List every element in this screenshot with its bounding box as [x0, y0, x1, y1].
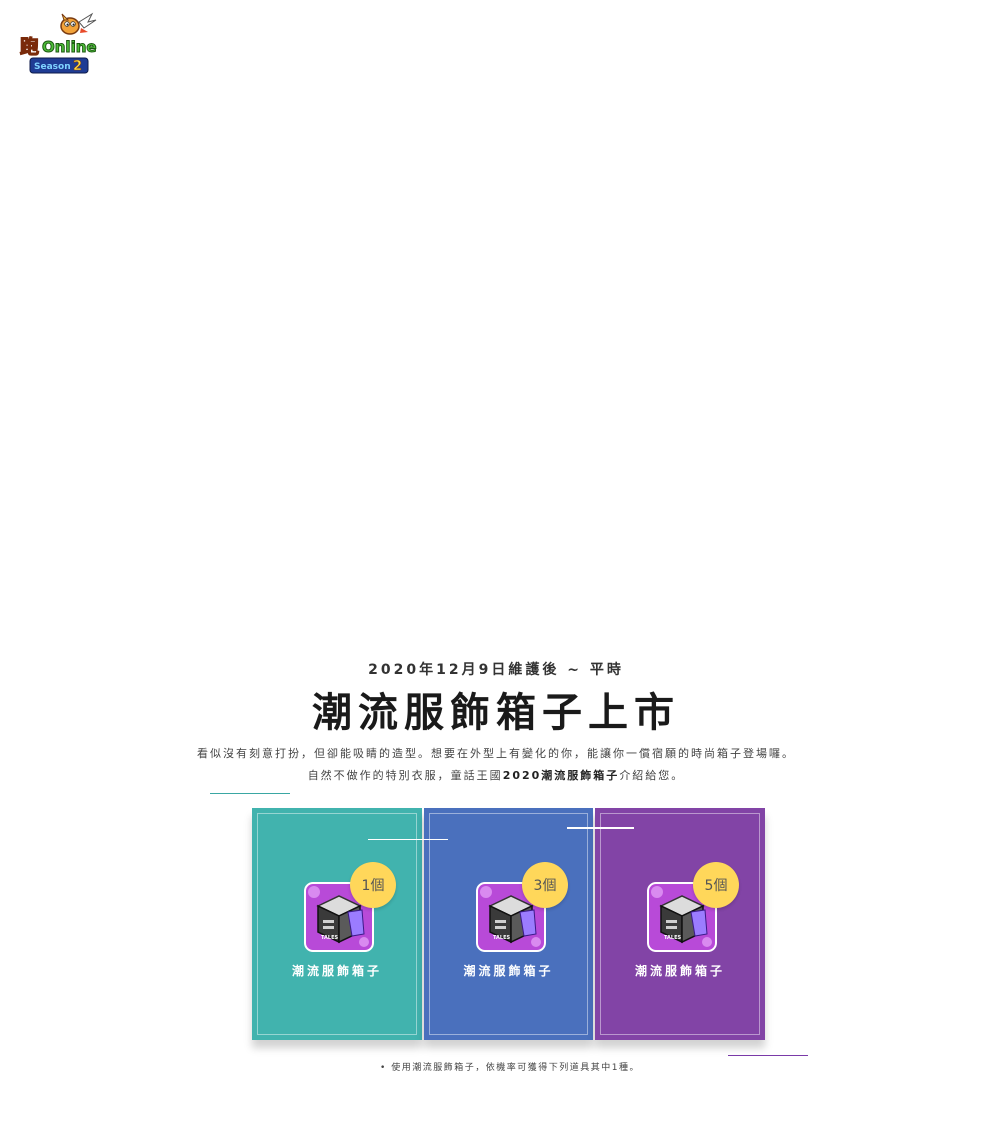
- page-title: 潮流服飾箱子上市: [312, 690, 680, 736]
- item-count-badge: 1個: [350, 862, 396, 908]
- item-name: 潮流服飾箱子: [463, 964, 554, 978]
- decorative-line: [210, 793, 290, 794]
- svg-text:TALES: TALES: [664, 935, 681, 941]
- event-description-line2: 自然不做作的特別衣服，童話王國2020潮流服飾箱子介紹給您。: [0, 767, 992, 783]
- reward-card-3: TALES 3個 潮流服飾箱子: [424, 808, 593, 1040]
- event-date: 2020年12月9日維護後 ~ 平時: [368, 662, 624, 678]
- footnote: • 使用潮流服飾箱子，依機率可獲得下列道具其中1種。: [380, 1063, 640, 1073]
- svg-text:2: 2: [73, 59, 82, 74]
- reward-cards: TALES 1個 潮流服飾箱子 TALES 3個 潮流服飾箱子: [252, 808, 765, 1040]
- reward-card-1: TALES 1個 潮流服飾箱子: [252, 808, 422, 1040]
- card-border: [257, 813, 417, 1035]
- card-border: [600, 813, 760, 1035]
- svg-text:TALES: TALES: [321, 935, 338, 941]
- svg-text:跑: 跑: [20, 35, 39, 58]
- description-highlight: 2020潮流服飾箱子: [502, 769, 620, 782]
- item-name: 潮流服飾箱子: [291, 964, 382, 978]
- reward-card-5: TALES 5個 潮流服飾箱子: [595, 808, 765, 1040]
- item-count-badge: 5個: [693, 862, 739, 908]
- decorative-line: [728, 1055, 808, 1056]
- svg-text:Online: Online: [42, 38, 97, 56]
- fashion-box-icon: TALES: [647, 882, 717, 952]
- item-name: 潮流服飾箱子: [634, 964, 725, 978]
- description-suffix: 介紹給您。: [619, 769, 685, 782]
- card-border: [429, 813, 588, 1035]
- fashion-box-icon: TALES: [304, 882, 374, 952]
- decorative-line: [567, 827, 634, 829]
- description-prefix: 自然不做作的特別衣服，童話王國: [307, 769, 503, 782]
- svg-text:Season: Season: [34, 62, 71, 72]
- event-description-line1: 看似沒有刻意打扮，但卻能吸睛的造型。想要在外型上有變化的你，能讓你一償宿願的時尚…: [197, 747, 795, 760]
- paopao-online-logo-icon[interactable]: 跑 Online Season 2: [18, 8, 104, 78]
- decorative-line: [368, 839, 448, 840]
- item-count-badge: 3個: [522, 862, 568, 908]
- svg-text:TALES: TALES: [493, 935, 510, 941]
